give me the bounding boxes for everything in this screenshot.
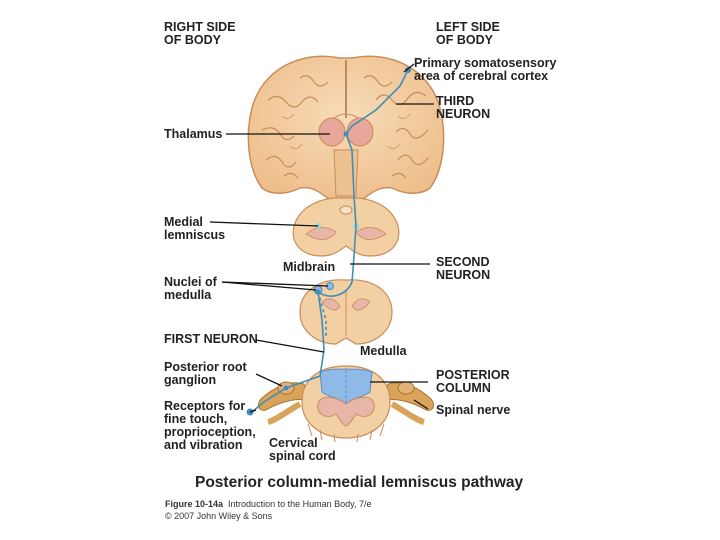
label-spinal-nerve: Spinal nerve [436,403,511,417]
second-neuron-path [317,133,357,297]
cerebrum-section [247,55,445,205]
label-nuclei-medulla: Nuclei of medulla [164,275,217,302]
first-neuron-path [251,291,325,413]
label-second-neuron: SECOND NEURON [436,255,491,282]
label-cortex: Primary somatosensory area of cerebral c… [414,56,557,83]
label-thalamus: Thalamus [164,127,223,141]
label-cervical-spinal-cord: Cervical spinal cord [269,436,336,463]
label-receptors: Receptors for fine touch, proprioception… [164,399,256,452]
spinal-cord-section [258,365,434,443]
figure-number: Figure 10-14a [165,499,224,509]
midbrain-section [292,197,400,257]
figure-credit-line: Figure 10-14a Introduction to the Human … [165,499,371,509]
figure-copyright: © 2007 John Wiley & Sons [165,511,273,521]
label-medulla: Medulla [360,344,407,358]
leader-lines [209,63,434,413]
label-right-side: RIGHT SIDE OF BODY [164,20,236,47]
label-first-neuron: FIRST NEURON [164,332,258,346]
third-neuron-path [345,69,409,135]
figure-source: Introduction to the Human Body, 7/e [228,499,372,509]
label-left-side: LEFT SIDE OF BODY [436,20,500,47]
label-posterior-column: POSTERIOR COLUMN [436,368,510,395]
figure-title: Posterior column-medial lemniscus pathwa… [195,474,524,491]
label-posterior-root-ganglion: Posterior root ganglion [164,360,247,387]
label-third-neuron: THIRD NEURON [436,94,491,121]
label-midbrain: Midbrain [283,260,336,274]
label-medial-lemniscus: Medial lemniscus [164,215,226,242]
thalamus-right [318,117,346,147]
thalamus-left [346,117,374,147]
pathway-route [251,69,409,413]
